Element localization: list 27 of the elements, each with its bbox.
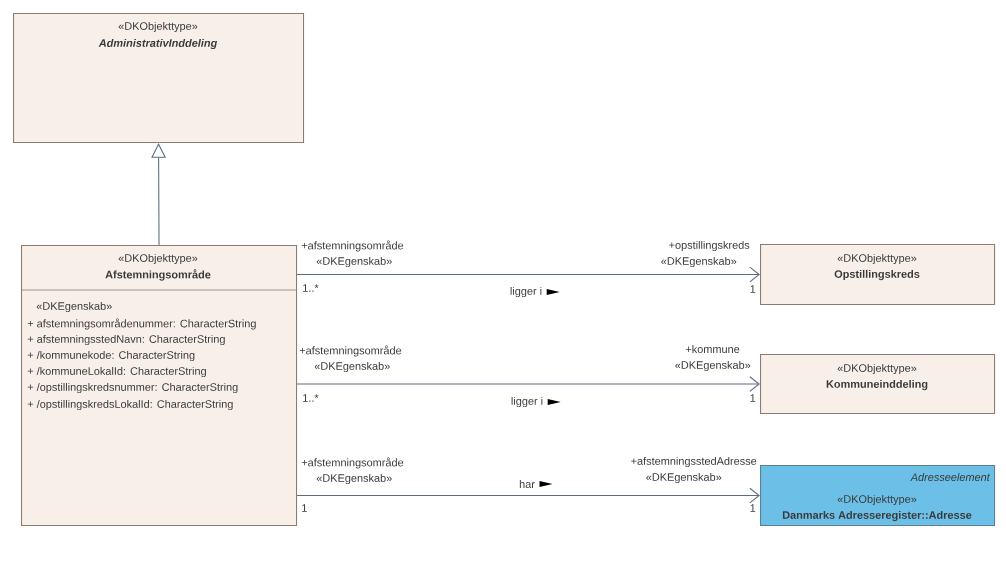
role-label: +opstillingskreds [669,240,750,252]
role-label: +afstemningsstedAdresse [631,456,757,468]
class-box: «DKObjekttype» Afstemningsområde «DKEgenskab» + afstemningsområdenummer: CharacterString + afstemningsstedNavn: CharacterString + /kommunekode: CharacterString + /kommuneLokalId: CharacterString + /opstillingskredsnummer: CharacterString + /opstillingskredsLokalId: CharacterString [20,245,298,527]
role-label: «DKEgenskab» [316,473,392,485]
role-label: 1 [750,504,756,512]
role-label: 1 [302,504,307,512]
role-label: 1..* [303,394,319,402]
role-label: «DKEgenskab» [314,361,390,373]
edge-label: ligger i [510,286,542,298]
class-box: Adresseelement «DKObjekttype» Danmarks Adresseregister::Adresse [760,465,996,527]
class-box: «DKObjekttype» Kommuneinddeling [760,354,996,415]
role-label: 1 [750,394,756,402]
edge-label: har [519,480,535,488]
role-label: «DKEgenskab» [316,256,392,268]
association-arrow [296,266,760,283]
role-label: +afstemningsområde [301,240,404,252]
class-box: «DKObjekttype» AdministrativInddeling [13,13,305,144]
class-box: «DKObjekttype» Opstillingskreds [760,244,996,306]
role-label: +kommune [685,345,740,353]
edge-label: ligger i [511,396,543,408]
role-label: «DKEgenskab» [646,472,722,484]
role-label: «DKEgenskab» [661,256,737,268]
role-label: 1..* [303,284,319,292]
association-arrow [296,376,760,392]
role-label: «DKEgenskab» [675,360,751,372]
role-label: 1 [750,285,756,293]
association-arrow [296,487,760,504]
